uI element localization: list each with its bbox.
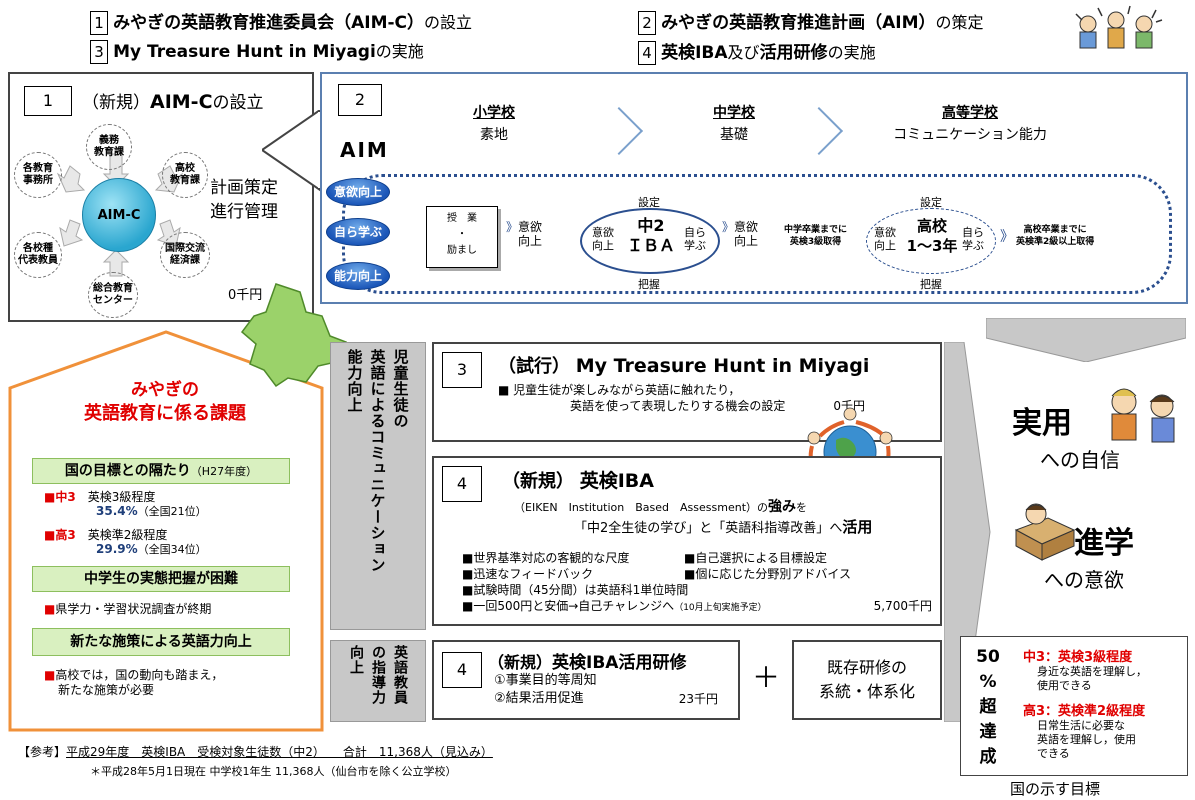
issue-new-policy-note: ■高校では，国の動向も踏まえ， 新たな施策が必要 bbox=[44, 668, 224, 697]
flow-goal-high: 高校卒業までに英検準2級以上取得 bbox=[1016, 225, 1095, 247]
vertical-label-student: 児童生徒の 英語によるコミュニケーション 能力向上 bbox=[330, 342, 426, 630]
header-item-3: 3 My Treasure Hunt in Miyagiの実施 bbox=[90, 38, 424, 66]
issue-gap-header: 国の目標との隔たり（H27年度） bbox=[32, 458, 290, 484]
issue-survey-note: ■県学力・学習状況調査が終期 bbox=[44, 602, 212, 616]
oval-mizukara: 自ら学ぶ bbox=[326, 218, 390, 246]
target-ko3: 高3：英検準2級程度 日常生活に必要な 英語を理解し，使用 できる bbox=[1023, 704, 1146, 761]
box4-katsuyo-line: 「中2全生徒の学び」と「英語科指導改善」へ活用 bbox=[574, 518, 873, 536]
national-target-panel: 50 % 超 達 成 中3：英検3級程度 身近な英語を理解し， 使用できる 高3… bbox=[960, 636, 1188, 776]
header: 1 みやぎの英語教育推進委員会（AIM-C）の設立 3 My Treasure … bbox=[90, 8, 990, 70]
box4-bullets: ■世界基準対応の客観的な尺度■自己選択による目標設定 ■迅速なフィードバック■個… bbox=[462, 551, 932, 613]
stage-high-school: 高等学校 コミュニケーション能力 bbox=[893, 105, 1047, 143]
box1-title: （新規）AIM-Cの設立 bbox=[82, 91, 264, 113]
box3-desc: ■ 児童生徒が楽しみながら英語に触れたり， 英語を使って表現したりする機会の設定… bbox=[498, 383, 866, 413]
box3-title: （試行） My Treasure Hunt in Miyagi bbox=[498, 355, 870, 377]
target-chu3: 中3：英検3級程度 身近な英語を理解し， 使用できる bbox=[1023, 650, 1147, 693]
oval-iyoku: 意欲向上 bbox=[326, 178, 390, 206]
target-percent: 50 % 超 達 成 bbox=[976, 647, 1000, 767]
box4-eiken-line: （EIKEN Institution Based Assessment）の強みを bbox=[514, 499, 808, 515]
issue-survey-header: 中学生の実態把握が困難 bbox=[32, 566, 290, 592]
down-arrow bbox=[986, 318, 1186, 362]
stage-junior-high: 中学校 基礎 bbox=[713, 105, 755, 143]
header-item-1: 1 みやぎの英語教育推進委員会（AIM-C）の設立 bbox=[90, 8, 472, 36]
stakeholder-jimusho: 各教育 事務所 bbox=[14, 152, 62, 198]
target-caption: 国の示す目標 bbox=[1010, 780, 1101, 798]
vertical-label-teacher: 英語教員 の指導力 向上 bbox=[330, 640, 426, 722]
right-arrow bbox=[944, 342, 991, 722]
box1-side-label: 計画策定 進行管理 bbox=[210, 178, 278, 222]
chevron-right-icon bbox=[594, 106, 644, 156]
box4-number: 4 bbox=[442, 466, 482, 502]
stakeholder-koko: 高校 教育課 bbox=[162, 152, 208, 198]
aim-panel: 2 AIM 小学校 素地 中学校 基礎 高等学校 コミュニケーション能力 意欲向… bbox=[320, 72, 1188, 304]
flow-iyoku-1: 》意欲》向上 bbox=[506, 220, 543, 248]
aimc-center-circle: AIM-C bbox=[82, 178, 156, 252]
box1-number: 1 bbox=[24, 86, 72, 116]
box3-number: 3 bbox=[442, 352, 482, 388]
outcome-jitsuyo: 実用 への自信 bbox=[1012, 406, 1120, 472]
stakeholder-gimu: 義務 教育課 bbox=[86, 124, 132, 170]
issues-title: みやぎの 英語教育に係る課題 bbox=[84, 380, 246, 424]
issue-row-ko3: ■高3 英検準2級程度 29.9%（全国34位） bbox=[44, 528, 207, 556]
box1-budget: 0千円 bbox=[228, 288, 263, 303]
flow-arrow-3: 》 bbox=[1000, 229, 1014, 245]
flow-goal-junior: 中学卒業までに英検3級取得 bbox=[784, 225, 848, 247]
treasure-hunt-panel: 3 （試行） My Treasure Hunt in Miyagi ■ 児童生徒… bbox=[432, 342, 942, 442]
chevron-right-icon bbox=[794, 106, 844, 156]
stage-elementary: 小学校 素地 bbox=[473, 105, 515, 143]
box4-title: （新規） 英検IBA bbox=[502, 470, 654, 492]
oval-noryoku: 能力向上 bbox=[326, 262, 390, 290]
people-talking-illustration bbox=[1111, 388, 1175, 443]
eiken-iba-panel: 4 （新規） 英検IBA （EIKEN Institution Based As… bbox=[432, 456, 942, 626]
box5-title: （新規）英検IBA活用研修 bbox=[488, 653, 687, 673]
box5-number: 4 bbox=[442, 652, 482, 688]
header-item-2: 2 みやぎの英語教育推進計画（AIM）の策定 bbox=[638, 8, 984, 36]
stakeholder-sogo: 総合教育 センター bbox=[88, 272, 138, 318]
box2-number: 2 bbox=[338, 84, 382, 116]
issue-row-chu3: ■中3 英検3級程度 35.4%（全国21位） bbox=[44, 490, 207, 518]
header-item-4: 4 英検IBA及び活用研修の実施 bbox=[638, 38, 876, 66]
issue-new-policy-header: 新たな施策による英語力向上 bbox=[32, 628, 290, 656]
stakeholder-kakko: 各校種 代表教員 bbox=[14, 232, 62, 278]
plus-sign: ＋ bbox=[752, 661, 781, 694]
student-studying-illustration bbox=[1014, 503, 1076, 561]
reference-note: 【参考】平成29年度 英検IBA 受検対象生徒数（中2） 合計 11,368人（… bbox=[18, 745, 493, 778]
flow-jugyo: 授 業 ・ 励まし bbox=[426, 206, 498, 268]
callout-tail bbox=[262, 110, 322, 192]
aimc-panel: 1 （新規）AIM-Cの設立 AIM-C 義務 教育課 高校 教育課 国際交流 … bbox=[8, 72, 314, 322]
flow-iyoku-2: 》意欲》向上 bbox=[722, 220, 759, 248]
stakeholder-kokusai: 国際交流 経済課 bbox=[160, 232, 210, 278]
cheering-people-illustration bbox=[1075, 5, 1163, 49]
outcome-shingaku: 進学 への意欲 bbox=[1044, 526, 1134, 592]
miyagi-map-icon bbox=[240, 283, 348, 388]
aim-label: AIM bbox=[340, 138, 389, 162]
existing-training-panel: 既存研修の 系統・体系化 bbox=[792, 640, 942, 720]
